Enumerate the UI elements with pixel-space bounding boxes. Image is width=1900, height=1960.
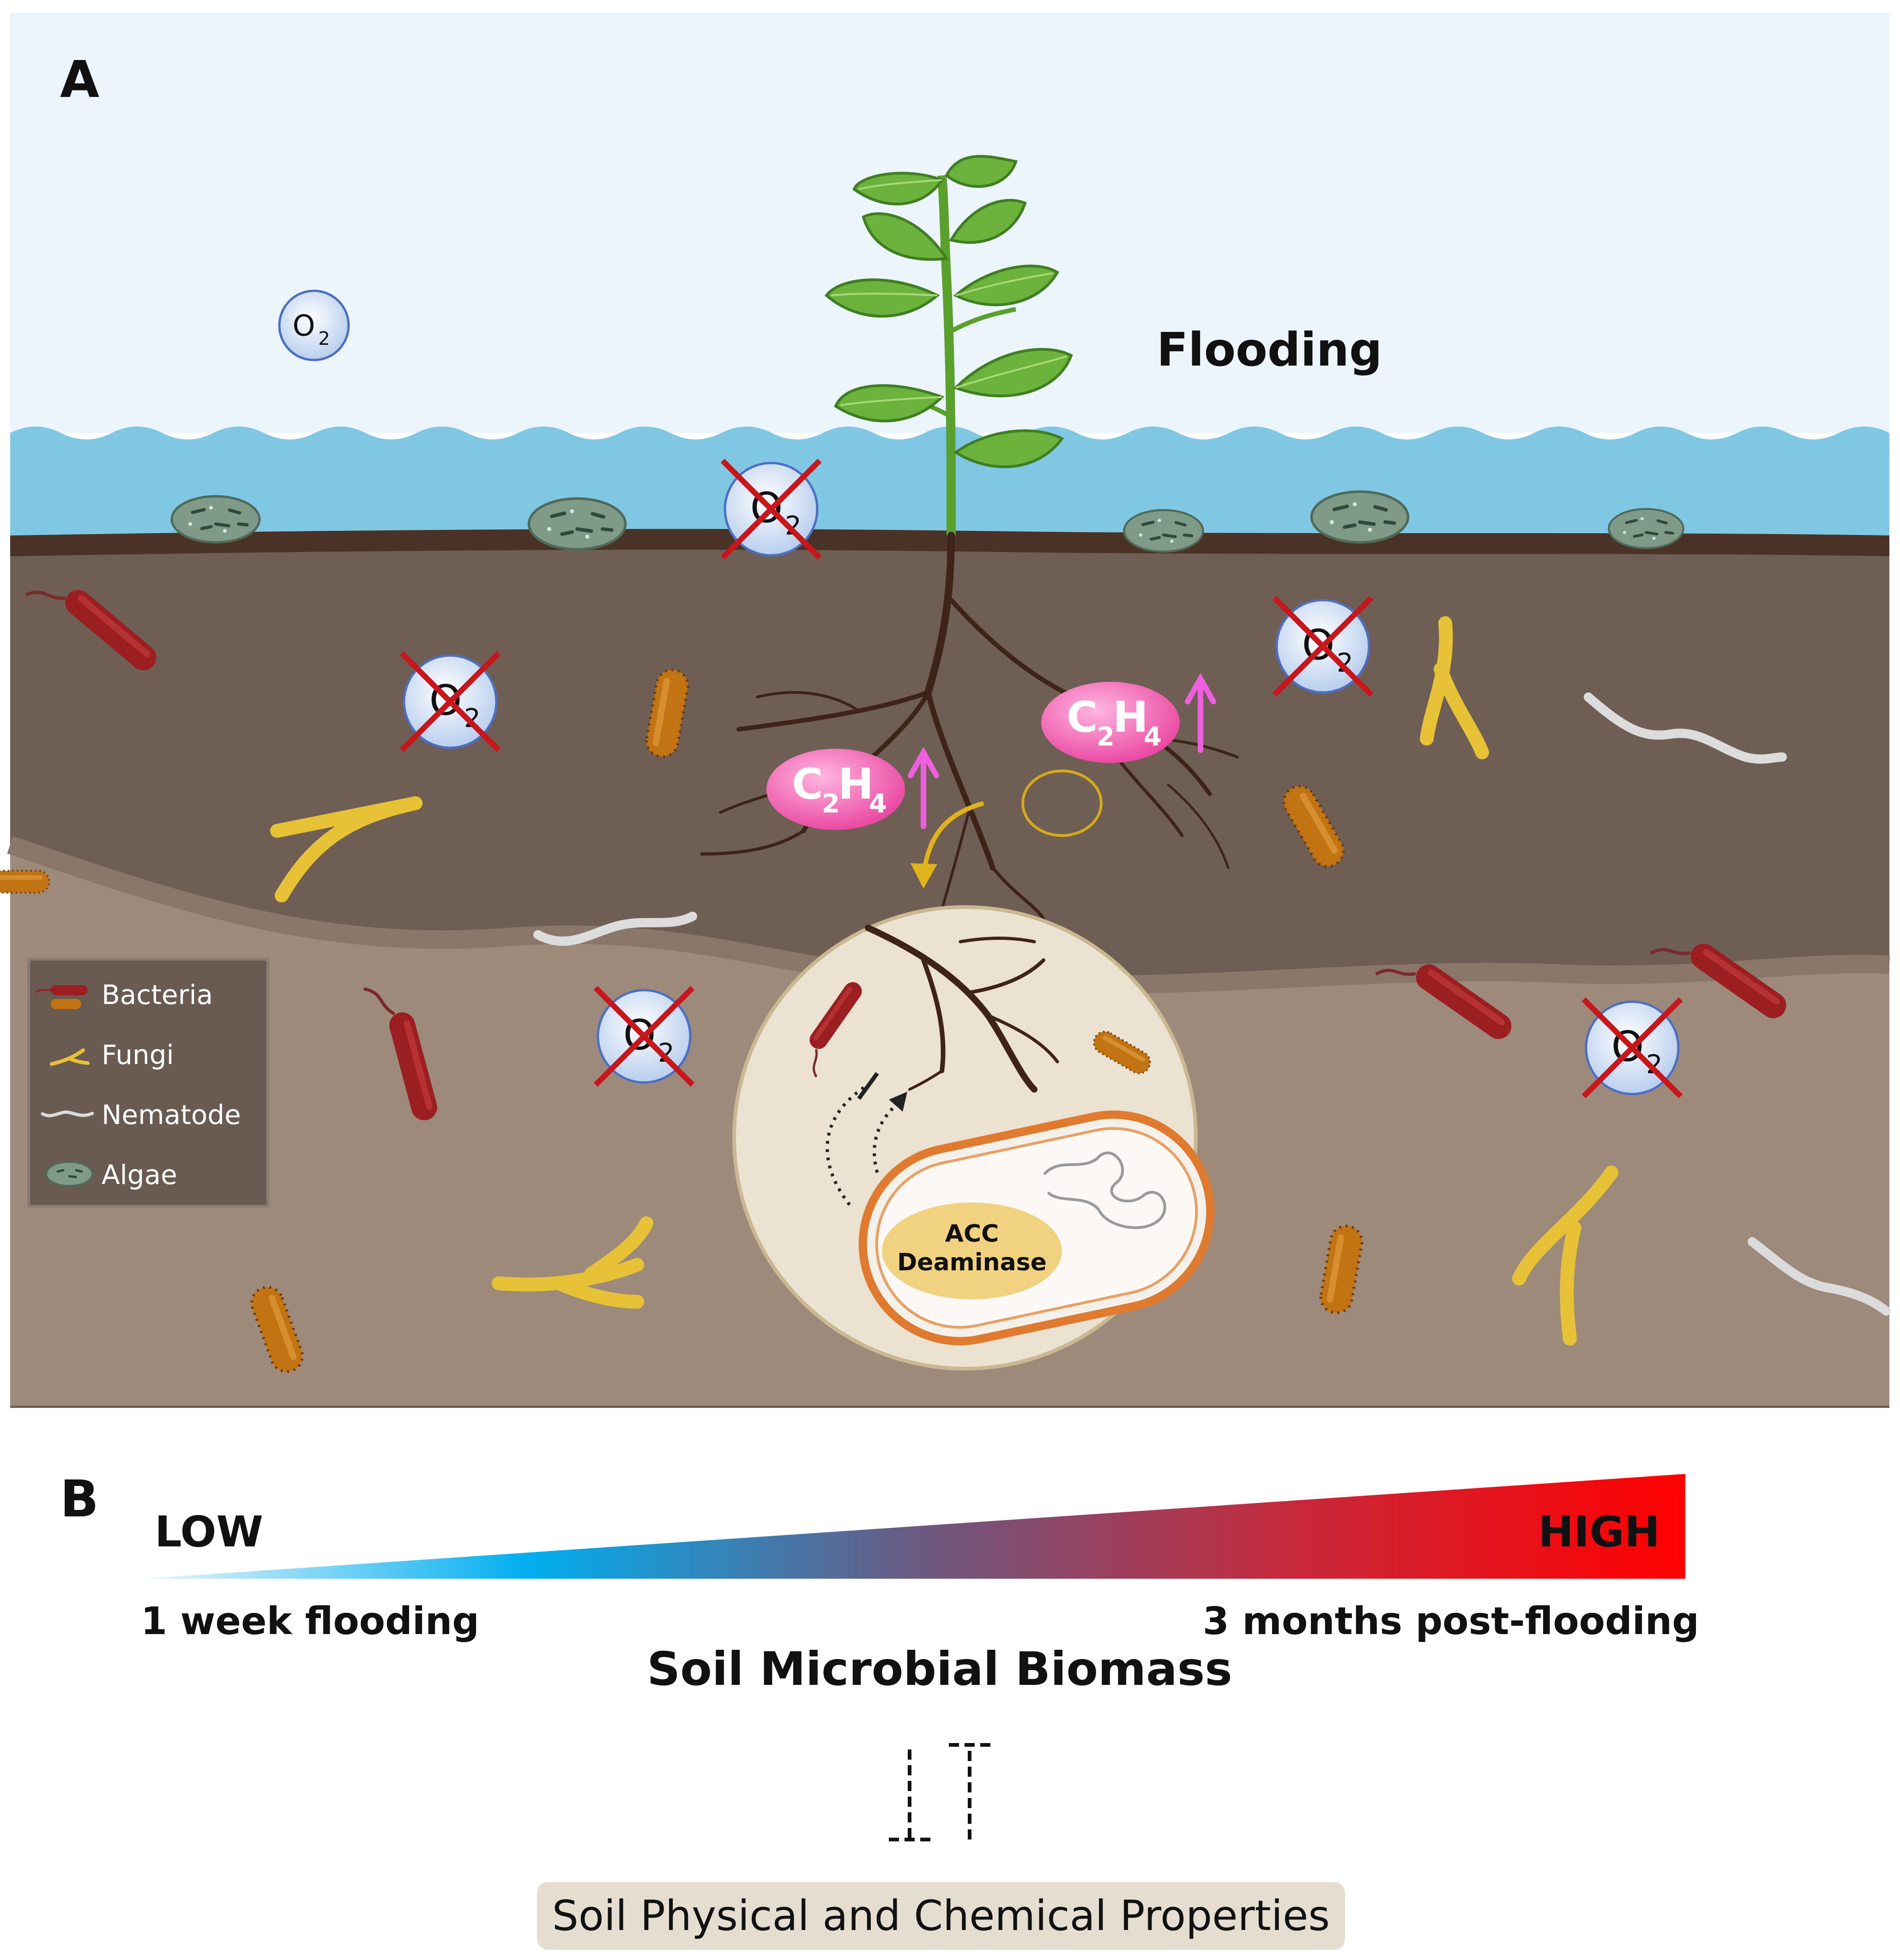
inhibition-arrow: [826, 1083, 869, 1206]
biomass-gradient-wedge: [143, 1474, 1685, 1579]
svg-text:H: H: [838, 759, 874, 809]
svg-text:2: 2: [1097, 722, 1115, 752]
fungi-icon: [492, 1216, 653, 1309]
legend-item-fungi: Fungi: [50, 1039, 174, 1070]
high-label: HIGH: [1538, 1507, 1660, 1557]
ethylene-increase-arrow-right: [1185, 673, 1216, 753]
cross-icon: [399, 651, 501, 752]
fungi-icon: [1512, 1166, 1618, 1346]
legend-item-nematode: Nematode: [41, 1099, 241, 1130]
no-oxygen-1: O 2: [720, 458, 822, 560]
panel-a-label: A: [60, 50, 99, 109]
soil-properties-box: Soil Physical and Chemical Properties: [537, 1882, 1345, 1950]
algae-icon: [529, 499, 626, 549]
ethylene-molecule-left: C 2 H 4: [766, 749, 905, 830]
svg-text:Bacteria: Bacteria: [102, 979, 213, 1010]
zoom-inset: ACC Deaminase: [732, 905, 1215, 1371]
svg-text:C: C: [1067, 692, 1098, 742]
acc-deaminase-enzyme: [882, 1202, 1062, 1299]
svg-text:4: 4: [1144, 722, 1162, 752]
svg-text:H: H: [1113, 692, 1148, 742]
no-oxygen-5: O 2: [1581, 997, 1683, 1099]
svg-text:Fungi: Fungi: [102, 1039, 174, 1070]
panel-a: O 2 O 2 O 2 O 2 O 2 O: [0, 13, 1891, 1408]
cross-icon: [1272, 595, 1374, 697]
fungi-icon: [1420, 616, 1489, 759]
legend: Bacteria Fungi Nematode Algae: [27, 958, 269, 1208]
biomass-title: Soil Microbial Biomass: [647, 1642, 1232, 1696]
ethylene-increase-arrow-left: [908, 746, 939, 829]
panel-b-label: B: [60, 1469, 99, 1528]
algae-icon: [1312, 492, 1408, 542]
no-oxygen-3: O 2: [1272, 595, 1374, 697]
legend-item-bacteria: Bacteria: [35, 979, 213, 1010]
algae-icon: [172, 496, 259, 542]
root-zone-highlight: [1021, 770, 1103, 837]
svg-text:C: C: [792, 759, 823, 809]
panel-b: B LOW HIGH 1 week flooding 3 months post…: [60, 1469, 1699, 1841]
no-oxygen-2: O 2: [399, 651, 501, 752]
acc-label: ACC: [945, 1220, 999, 1248]
nematode-icon: [41, 1110, 94, 1118]
plant-shoot: [824, 155, 1073, 536]
nematode-icon: [1748, 1237, 1891, 1316]
start-timepoint-label: 1 week flooding: [141, 1599, 479, 1643]
svg-text:2: 2: [318, 328, 330, 349]
zoom-arrow: [921, 801, 984, 878]
legend-item-algae: Algae: [45, 1159, 177, 1190]
promotion-arrow: [873, 1102, 899, 1173]
svg-text:Algae: Algae: [102, 1159, 177, 1190]
fungi-icon: [50, 1048, 90, 1066]
cross-icon: [593, 986, 695, 1087]
svg-text:O: O: [293, 309, 315, 343]
soil-properties-label: Soil Physical and Chemical Properties: [552, 1892, 1330, 1940]
nematode-icon: [1584, 692, 1787, 764]
algae-icon: [45, 1161, 93, 1187]
svg-text:Nematode: Nematode: [102, 1099, 241, 1130]
nematode-icon: [533, 912, 697, 946]
svg-text:4: 4: [869, 789, 887, 819]
bacteria-icon: [0, 871, 49, 893]
algae-icon: [1609, 509, 1683, 548]
low-label: LOW: [155, 1507, 263, 1557]
inhibition-links: [889, 1743, 990, 1841]
algae-icon: [1124, 510, 1203, 552]
flooding-label: Flooding: [1157, 323, 1382, 377]
ethylene-molecule-right: C 2 H 4: [1041, 682, 1180, 763]
svg-text:2: 2: [822, 789, 840, 819]
cross-icon: [720, 458, 822, 560]
fungi-icon: [270, 796, 422, 902]
oxygen-molecule: O 2: [278, 289, 350, 361]
deaminase-label: Deaminase: [897, 1249, 1047, 1276]
cross-icon: [1581, 997, 1683, 1099]
no-oxygen-4: O 2: [593, 986, 695, 1087]
bacteria-icon: [35, 988, 53, 993]
end-timepoint-label: 3 months post-flooding: [1203, 1599, 1699, 1643]
